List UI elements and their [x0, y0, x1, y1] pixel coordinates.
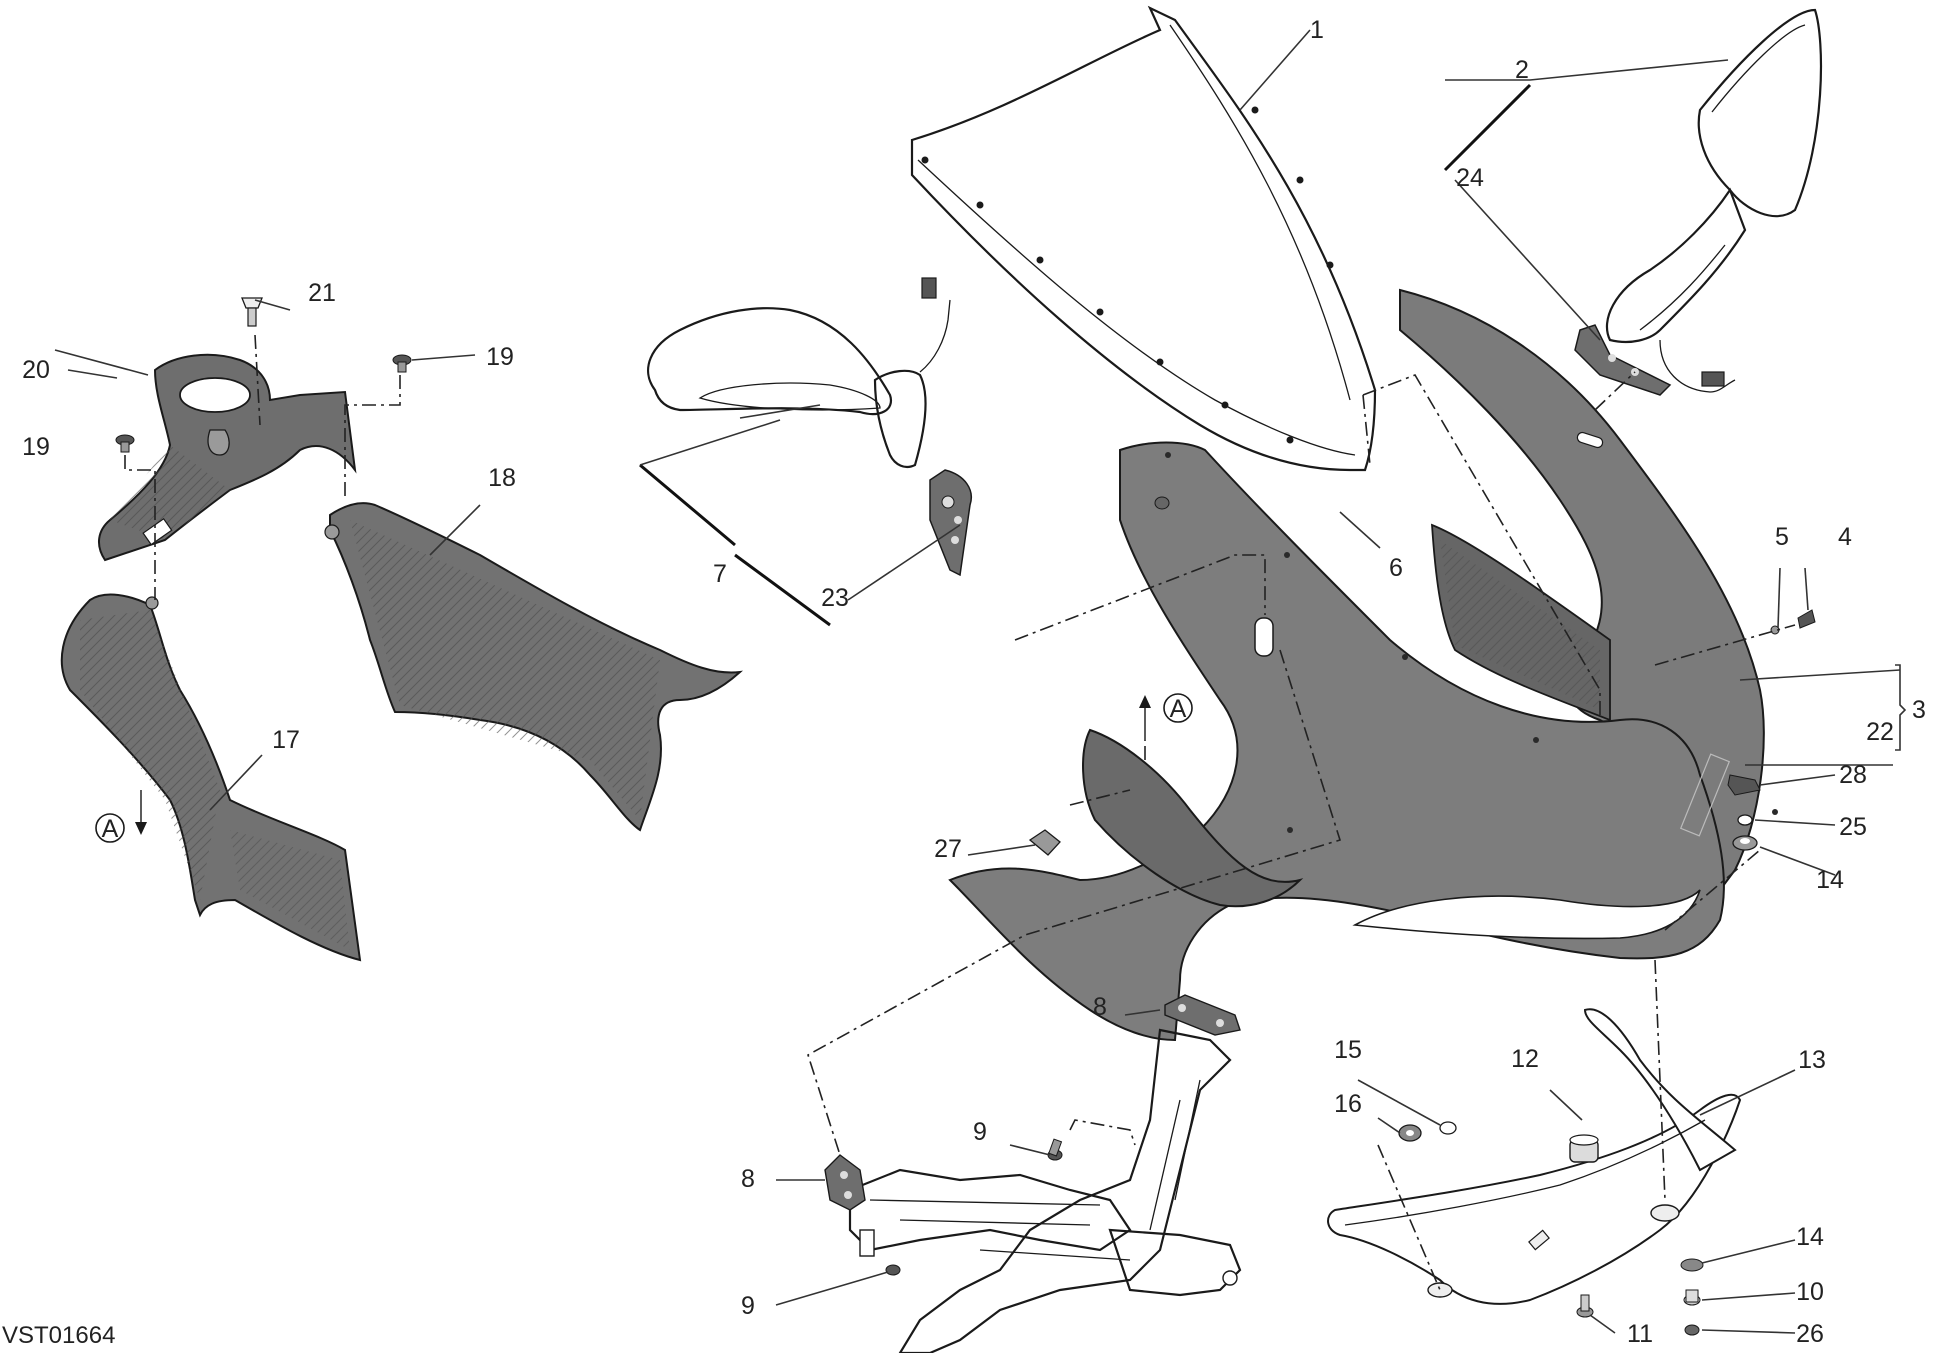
- callout-14: 14: [1816, 866, 1844, 894]
- view-marker-a-left: A: [95, 813, 125, 843]
- callout-20: 20: [22, 356, 50, 384]
- callout-15: 15: [1334, 1036, 1362, 1064]
- callout-19: 19: [22, 433, 50, 461]
- callout-27: 27: [934, 835, 962, 863]
- callout-2: 2: [1515, 56, 1529, 84]
- callout-9: 9: [741, 1292, 755, 1320]
- callout-22: 22: [1866, 718, 1894, 746]
- mirror-bracket-part: [1574, 324, 1672, 396]
- fasteners: [115, 297, 1816, 1336]
- callout-21: 21: [308, 279, 336, 307]
- callout-18: 18: [488, 464, 516, 492]
- callout-17: 17: [272, 726, 300, 754]
- callout-8: 8: [1093, 993, 1107, 1021]
- callout-3: 3: [1912, 696, 1926, 724]
- callout-19: 19: [486, 343, 514, 371]
- drawing-reference-code: VST01664: [2, 1322, 115, 1349]
- callout-13: 13: [1798, 1046, 1826, 1074]
- callout-9: 9: [973, 1118, 987, 1146]
- inner-cover-top-part: [98, 353, 357, 562]
- callout-12: 12: [1511, 1045, 1539, 1073]
- callout-28: 28: [1839, 761, 1867, 789]
- mirror-gasket-part: [929, 469, 972, 577]
- callout-8: 8: [741, 1165, 755, 1193]
- callout-4: 4: [1838, 523, 1852, 551]
- callout-7: 7: [713, 560, 727, 588]
- callout-1: 1: [1310, 16, 1324, 44]
- leader-lines: [54, 29, 1907, 1334]
- callout-5: 5: [1775, 523, 1789, 551]
- callout-25: 25: [1839, 813, 1867, 841]
- callout-23: 23: [821, 584, 849, 612]
- view-marker-a-right: A: [1163, 693, 1193, 723]
- view-marker-label: A: [102, 815, 119, 843]
- assembly-dash-lines: [124, 334, 1796, 1291]
- callout-26: 26: [1796, 1320, 1824, 1348]
- left-mirror-part: [647, 277, 951, 469]
- callout-16: 16: [1334, 1090, 1362, 1118]
- callout-6: 6: [1389, 554, 1403, 582]
- callout-labels: 1 2 3 4 5 6 7 8 8 9 9 10 11 12 13 14 14 …: [22, 16, 1926, 1348]
- inner-panel-right-part: [324, 502, 744, 832]
- inner-panel-left-part: [60, 593, 362, 962]
- callout-11: 11: [1627, 1320, 1653, 1348]
- view-marker-label: A: [1170, 695, 1187, 723]
- callout-24: 24: [1456, 164, 1484, 192]
- callout-14: 14: [1796, 1223, 1824, 1251]
- front-fairing-part: [948, 288, 1778, 1042]
- fairing-subframe-part: [824, 994, 1242, 1353]
- callout-10: 10: [1796, 1278, 1824, 1306]
- right-mirror-part: [1605, 8, 1823, 393]
- windscreen-part: [910, 5, 1377, 472]
